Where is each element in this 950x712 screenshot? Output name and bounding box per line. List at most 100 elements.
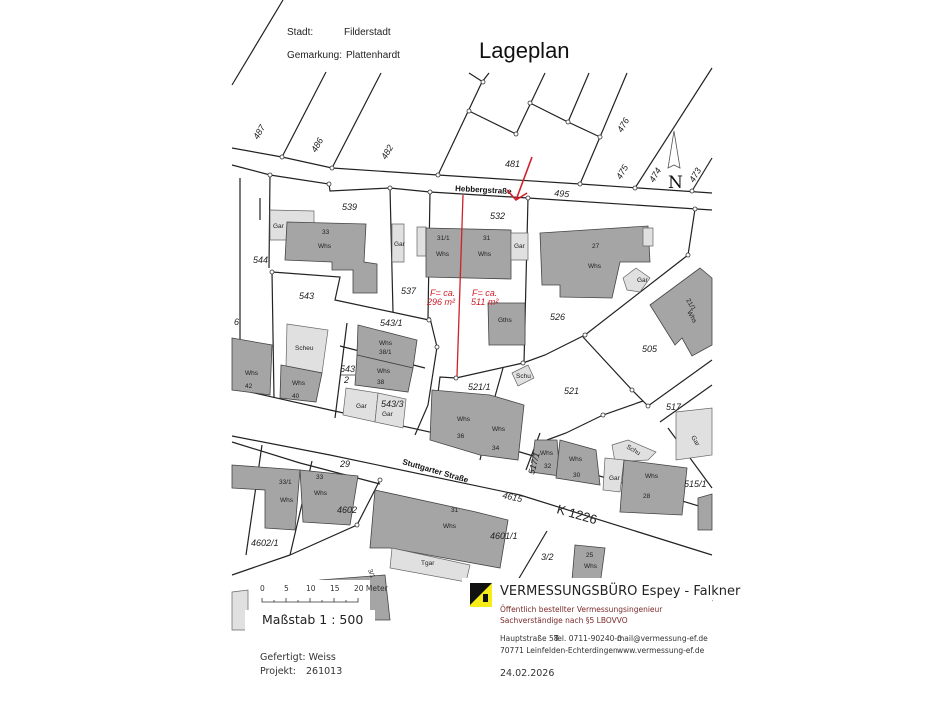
house-number: 31 [483,235,491,242]
parcel-number: 482 [379,143,395,161]
parcel-number: 532 [490,211,505,221]
house-number: 38/1 [379,349,392,356]
parcel-number: 4615 [502,490,525,504]
building-type: Whs [492,426,506,433]
north-arrow-icon: N [667,130,683,193]
building-type: Gar [514,243,526,250]
house-number: 3/1 [366,568,376,579]
parcel-number: 4602 [337,505,357,515]
building-type: Gar [273,223,285,230]
building-type: Whs [569,456,583,463]
office-address: Hauptstraße 58 [500,634,559,643]
parcel-number: 486 [309,136,325,154]
building-type: Gar [609,475,621,482]
district-value: Plattenhardt [346,50,400,61]
house-number: 38 [377,379,385,386]
building-type: Gar [394,241,406,248]
house-number: 27 [592,243,600,250]
area-left-label: F= ca. [430,288,455,298]
building-type: Whs [584,563,598,570]
parcel-number: 4602/1 [251,538,279,548]
boundary-points [267,79,698,528]
parcel-number: 543/3 [381,399,404,409]
house-number: 36 [457,433,465,440]
building-type: Whs [588,263,602,270]
parcel-number: 2 [343,375,349,385]
house-number: 33 [322,229,330,236]
district-label: Gemarkung: [287,50,343,61]
house-number: 42 [245,383,253,390]
parcel-number: 4601/1 [490,531,518,541]
parcel-number: 521/1 [468,382,491,392]
street-name-hebbergstrasse: Hebbergstraße [455,184,512,196]
city-label: Stadt: [287,27,314,38]
building-type: Whs [314,490,328,497]
house-number: 31 [451,507,459,514]
building-type: Schu [516,373,531,380]
office-website[interactable]: www.vermessung-ef.de [617,646,705,655]
office-email[interactable]: mail@vermessung-ef.de [617,634,708,643]
parcel-number: 515/1 [684,479,707,489]
road-designation: K 1226 [555,501,599,527]
page-title: Lageplan [479,38,570,63]
house-number: 32 [544,463,552,470]
building-type: Gar [689,435,701,449]
parcel-number: 526 [550,312,565,322]
area-right-value: 511 m² [471,297,499,307]
building-labels: 33 Whs Gar Gar 31/1 Whs 31 Whs Gar 27 Wh… [245,223,701,580]
building-type: Whs [443,523,457,530]
city-value: Filderstadt [344,27,391,38]
parcel-number: 29 [339,459,350,469]
parcel-number: 481 [505,159,520,169]
plan-date: 24.02.2026 [500,668,555,679]
building-type: Whs [379,340,393,347]
house-number: 33 [316,474,324,481]
building-type: Gar [637,277,649,284]
scale-tick: 10 [306,584,316,593]
area-right-label: F= ca. [472,288,497,298]
building-type: Whs [377,368,391,375]
building-type: Whs [318,243,332,250]
building-type: Whs [478,251,492,258]
parcel-number: 474 [647,166,663,184]
house-number: 25 [586,552,594,559]
building-type: Whs [457,416,471,423]
parcel-number: 521 [564,386,579,396]
parcel-number: 473 [687,166,703,184]
house-number: 28 [643,493,651,500]
area-left-value: 296 m² [426,297,456,307]
parcel-number: 539 [342,202,357,212]
parcel-number: 476 [615,116,631,134]
house-number: 31/1 [437,235,450,242]
scale-tick: 5 [284,584,289,593]
building-type: Whs [292,380,306,387]
parcel-number: 543 [340,364,355,374]
office-phone: Tel. 0711-90240-0 [554,634,622,643]
north-label: N [668,173,683,193]
scale-label: Maßstab 1 : 500 [262,612,364,627]
parcel-number: 495 [554,188,571,199]
parcel-number: 475 [614,162,631,181]
parcel-number: 517 [666,402,682,412]
scale-bar: 0 5 10 15 20 Meter [250,580,389,610]
parcel-number: 537 [401,286,417,296]
parcel-number: 543/1 [380,318,403,328]
parcel-number: 543 [299,291,314,301]
street-name-stuttgarter-strasse: Stuttgarter Straße [401,457,469,485]
building-type: Whs [280,497,294,504]
building-type: Whs [645,473,659,480]
building-type: Tgar [421,560,435,567]
building-type: Whs [245,370,259,377]
building-type: Gar [382,411,394,418]
project-number: 261013 [306,666,343,677]
prepared-by: Gefertigt: Weiss [260,652,336,663]
parcel-number: 544 [253,255,268,265]
parcel-number: 487 [251,122,268,141]
office-logo [470,583,492,607]
parcel-number: 505 [642,344,658,354]
house-number: 33/1 [279,479,292,486]
buildings [231,209,713,631]
office-city: 70771 Leinfelden-Echterdingen [500,646,618,655]
house-number: 40 [292,393,300,400]
